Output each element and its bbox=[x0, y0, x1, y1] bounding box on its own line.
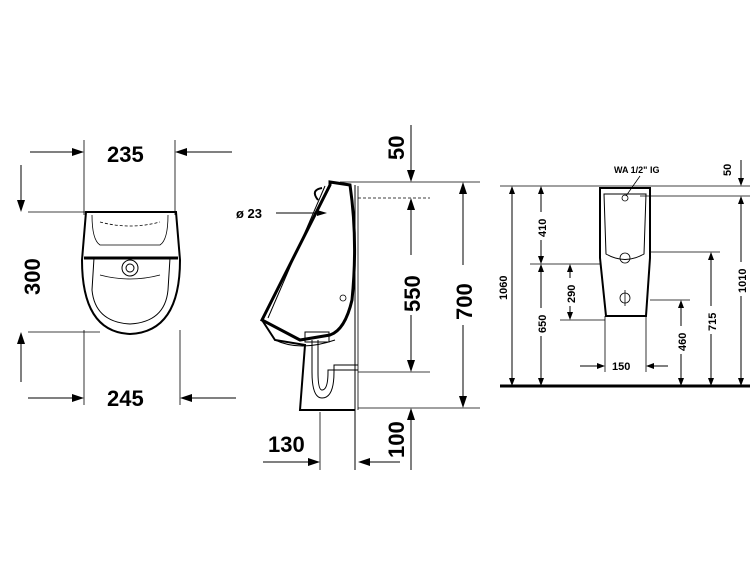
side-dim-top-offset: 50 bbox=[384, 136, 409, 160]
install-dim-460: 460 bbox=[677, 333, 689, 351]
install-view: WA 1/2" IG 50 1060 410 650 bbox=[498, 160, 750, 388]
install-dim-1060: 1060 bbox=[498, 276, 510, 300]
install-inlet-label: WA 1/2" IG bbox=[614, 165, 659, 175]
install-dim-290: 290 bbox=[566, 285, 578, 303]
front-dim-top: 235 bbox=[107, 142, 144, 167]
side-dim-130: 130 bbox=[268, 432, 305, 457]
side-dim-100: 100 bbox=[384, 421, 409, 458]
install-dim-410: 410 bbox=[537, 219, 549, 237]
install-dim-715: 715 bbox=[707, 313, 719, 331]
side-view: ø 23 50 550 700 100 130 bbox=[236, 125, 480, 470]
install-dim-150: 150 bbox=[612, 361, 630, 373]
front-dim-bottom: 245 bbox=[107, 386, 144, 411]
side-dim-550: 550 bbox=[400, 275, 425, 312]
install-dim-50: 50 bbox=[722, 164, 734, 176]
side-dim-700: 700 bbox=[452, 283, 477, 320]
side-inlet-diameter: ø 23 bbox=[236, 206, 262, 221]
front-dim-height: 300 bbox=[20, 258, 45, 295]
front-view: 235 300 245 bbox=[17, 140, 236, 411]
install-dim-650: 650 bbox=[537, 315, 549, 333]
install-dim-1010: 1010 bbox=[737, 269, 749, 293]
